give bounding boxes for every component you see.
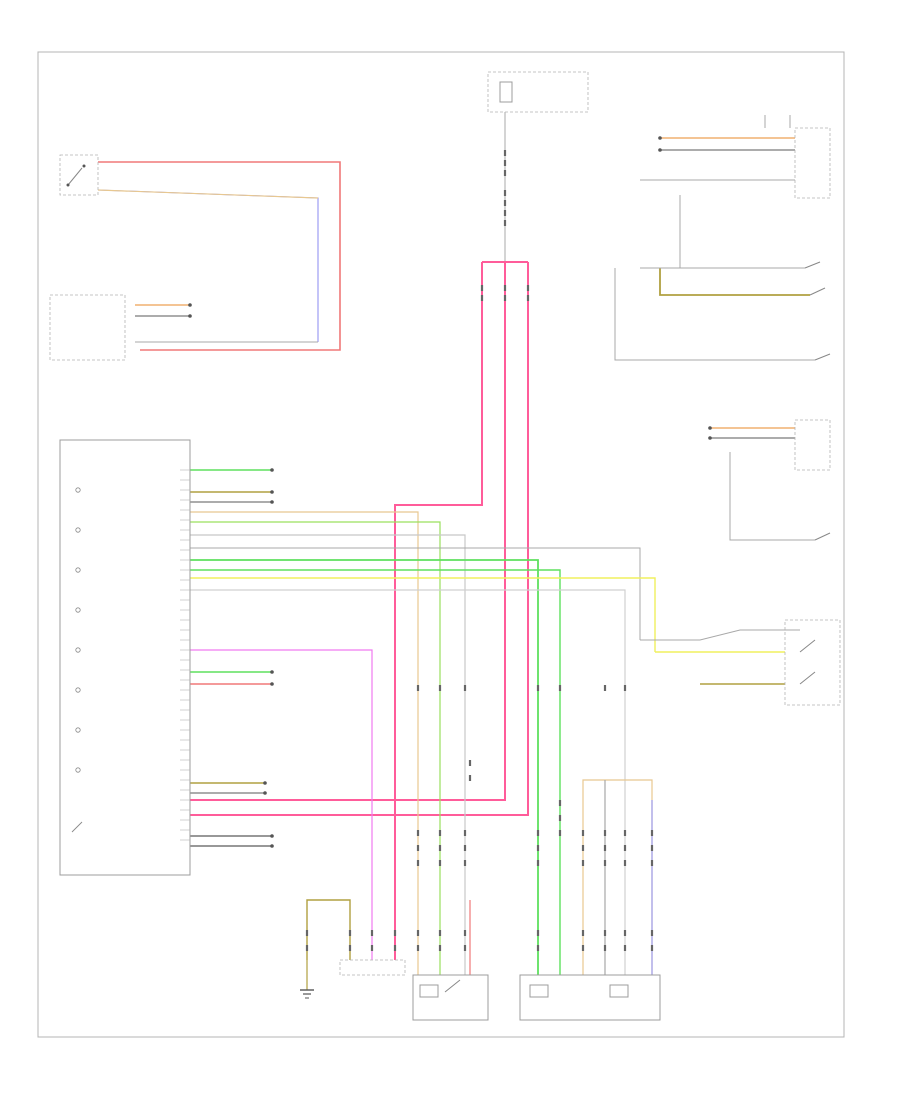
wire-terminal-5	[263, 781, 267, 785]
wire-magenta-12	[190, 649, 373, 960]
wire-terminal-14	[708, 436, 712, 440]
wire-terminal-8	[270, 844, 274, 848]
wire-green-8	[190, 559, 539, 975]
wire-green-9	[190, 569, 561, 975]
wire-terminal-10	[188, 314, 192, 318]
wire-gray-6	[190, 534, 466, 975]
indicator-lamp-5	[75, 687, 81, 693]
switch-right	[784, 619, 841, 706]
wire-terminal-0	[270, 468, 274, 472]
wire-olive-r4	[659, 268, 810, 296]
diagram-frame	[37, 51, 845, 1038]
wire-gray-r5	[614, 268, 815, 361]
wire-olive-fl	[582, 779, 653, 975]
wire-pink-bus-1	[394, 262, 483, 960]
sensor-right-upper	[764, 115, 831, 361]
wire-yellow-10	[190, 577, 656, 652]
wire-tan-4	[190, 511, 419, 975]
wire-blue-brake	[97, 189, 319, 342]
fuel-level-sender	[519, 974, 661, 1021]
wire-gray-7	[190, 547, 641, 640]
fuse-block	[487, 71, 589, 113]
indicator-lamp-6	[75, 727, 81, 733]
wire-terminal-12	[658, 148, 662, 152]
instrument-cluster	[59, 439, 191, 876]
wire-terminal-9	[188, 303, 192, 307]
wire-tan-brake	[97, 189, 319, 199]
wire-layer	[97, 112, 815, 975]
connector-stubs	[188, 136, 712, 951]
indicator-lamps	[71, 487, 83, 833]
brake-switch	[59, 154, 99, 196]
wire-olive-ground	[306, 899, 351, 960]
fuel-gauge-needle	[71, 821, 83, 833]
wire-terminal-2	[270, 500, 274, 504]
indicator-lamp-4	[75, 647, 81, 653]
indicator-lamp-1	[75, 527, 81, 533]
wire-terminal-13	[708, 426, 712, 430]
wire-terminal-11	[658, 136, 662, 140]
wire-terminal-6	[263, 791, 267, 795]
indicator-lamp-7	[75, 767, 81, 773]
ground-point	[300, 960, 314, 999]
wire-gray-r11	[640, 629, 800, 641]
speaker-connector	[339, 959, 406, 976]
indicator-lamp-3	[75, 607, 81, 613]
wire-red-brake	[98, 161, 341, 351]
indicator-lamp-2	[75, 567, 81, 573]
wire-lime-5	[190, 521, 441, 975]
fuel-pump-module	[412, 974, 489, 1021]
sensor-left-lower	[794, 419, 831, 541]
wire-pink-bus-2	[190, 262, 506, 801]
wire-terminal-4	[270, 682, 274, 686]
wire-terminal-1	[270, 490, 274, 494]
indicator-lamp-0	[75, 487, 81, 493]
wire-terminal-3	[270, 670, 274, 674]
cluster-pins	[180, 469, 190, 841]
electronic-control-unit	[49, 294, 126, 361]
wire-gray-r10	[729, 452, 815, 541]
wire-terminal-7	[270, 834, 274, 838]
wire-pink-bus-3	[190, 262, 529, 816]
